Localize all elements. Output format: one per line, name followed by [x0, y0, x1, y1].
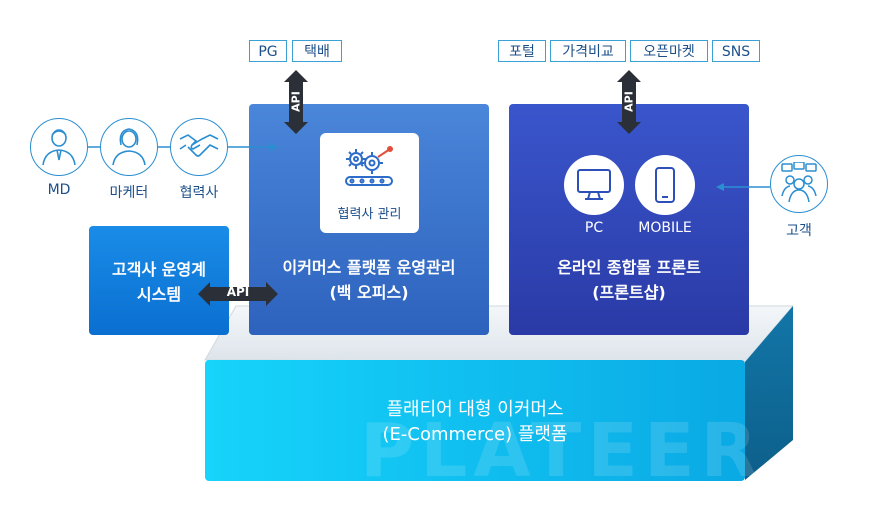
- frontshop-box: [509, 104, 749, 335]
- customer-circle: [770, 155, 828, 213]
- api-label-vertical-right: API: [622, 91, 636, 112]
- frontshop-title-line1: 온라인 종합몰 프론트: [557, 258, 701, 277]
- frontshop-title-line2: (프론트샵): [592, 283, 666, 302]
- person-tie-icon: [40, 125, 78, 169]
- partner-management-card[interactable]: 협력사 관리: [320, 133, 419, 233]
- pc-device-circle[interactable]: [564, 155, 624, 215]
- platform-title-line1: 플래티어 대형 이커머스: [386, 399, 564, 420]
- mobile-device-circle[interactable]: [635, 155, 695, 215]
- gear-conveyor-icon: [342, 145, 398, 193]
- mobile-label: MOBILE: [638, 220, 692, 236]
- client-system-box: [89, 226, 229, 335]
- backoffice-title-line1: 이커머스 플랫폼 운영관리: [282, 258, 456, 277]
- api-arrow-vertical-right: [617, 70, 641, 138]
- monitor-icon: [576, 168, 612, 206]
- tag-portal: 포털: [498, 40, 546, 62]
- handshake-icon: [178, 129, 220, 165]
- smartphone-icon: [654, 166, 676, 208]
- tag-pg: PG: [249, 40, 287, 62]
- pc-label: PC: [584, 220, 604, 236]
- role-partner-label: 협력사: [179, 185, 219, 201]
- role-marketer-label: 마케터: [109, 185, 149, 201]
- tag-price-compare: 가격비교: [550, 40, 626, 62]
- role-partner-circle: [170, 118, 228, 176]
- client-system-line1: 고객사 운영계: [112, 260, 206, 279]
- partner-management-label: 협력사 관리: [337, 207, 402, 222]
- customer-label: 고객: [786, 223, 812, 239]
- tag-delivery: 택배: [292, 40, 342, 62]
- role-marketer-circle: [100, 118, 158, 176]
- api-arrow-horizontal: [198, 282, 278, 310]
- role-md-label: MD: [47, 182, 71, 198]
- client-system-line2: 시스템: [136, 285, 182, 304]
- api-arrow-vertical-left: [284, 70, 308, 138]
- customer-arrow: [716, 178, 772, 197]
- tag-open-market: 오픈마켓: [630, 40, 708, 62]
- platform-title-line2: (E-Commerce) 플랫폼: [382, 424, 568, 445]
- customer-group-icon: [778, 161, 820, 206]
- api-label-horizontal: API: [226, 285, 250, 299]
- backoffice-title-line2: (백 오피스): [329, 283, 409, 302]
- platform-watermark: PLATEER: [360, 408, 764, 494]
- tag-sns: SNS: [712, 40, 760, 62]
- person-woman-icon: [110, 125, 148, 169]
- role-md-circle: [30, 118, 88, 176]
